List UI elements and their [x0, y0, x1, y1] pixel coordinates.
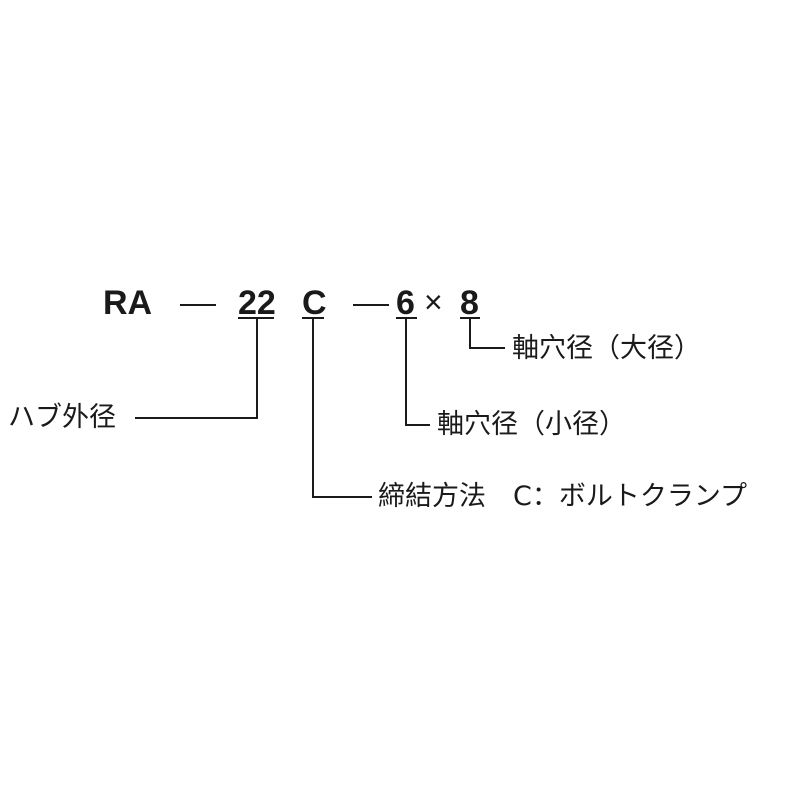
- label-bore-large: 軸穴径（大径）: [512, 333, 701, 364]
- separator-dash-1: [180, 304, 216, 306]
- code-clamp-type: C: [302, 284, 327, 322]
- label-hub-diameter: ハブ外径: [8, 402, 116, 433]
- code-bore-large: 8: [460, 284, 479, 322]
- leader-clamping-method: [312, 318, 372, 498]
- leader-hub-diameter: [135, 318, 258, 419]
- code-times-sign: ×: [424, 284, 443, 320]
- label-bore-small: 軸穴径（小径）: [437, 409, 626, 440]
- code-prefix: RA: [103, 284, 153, 322]
- leader-bore-large: [469, 318, 505, 349]
- label-clamping-method: 締結方法 C：ボルトクランプ: [378, 481, 748, 512]
- code-bore-small: 6: [396, 284, 415, 322]
- code-hub-size: 22: [238, 284, 276, 322]
- leader-bore-small: [405, 318, 430, 426]
- separator-dash-2: [353, 304, 389, 306]
